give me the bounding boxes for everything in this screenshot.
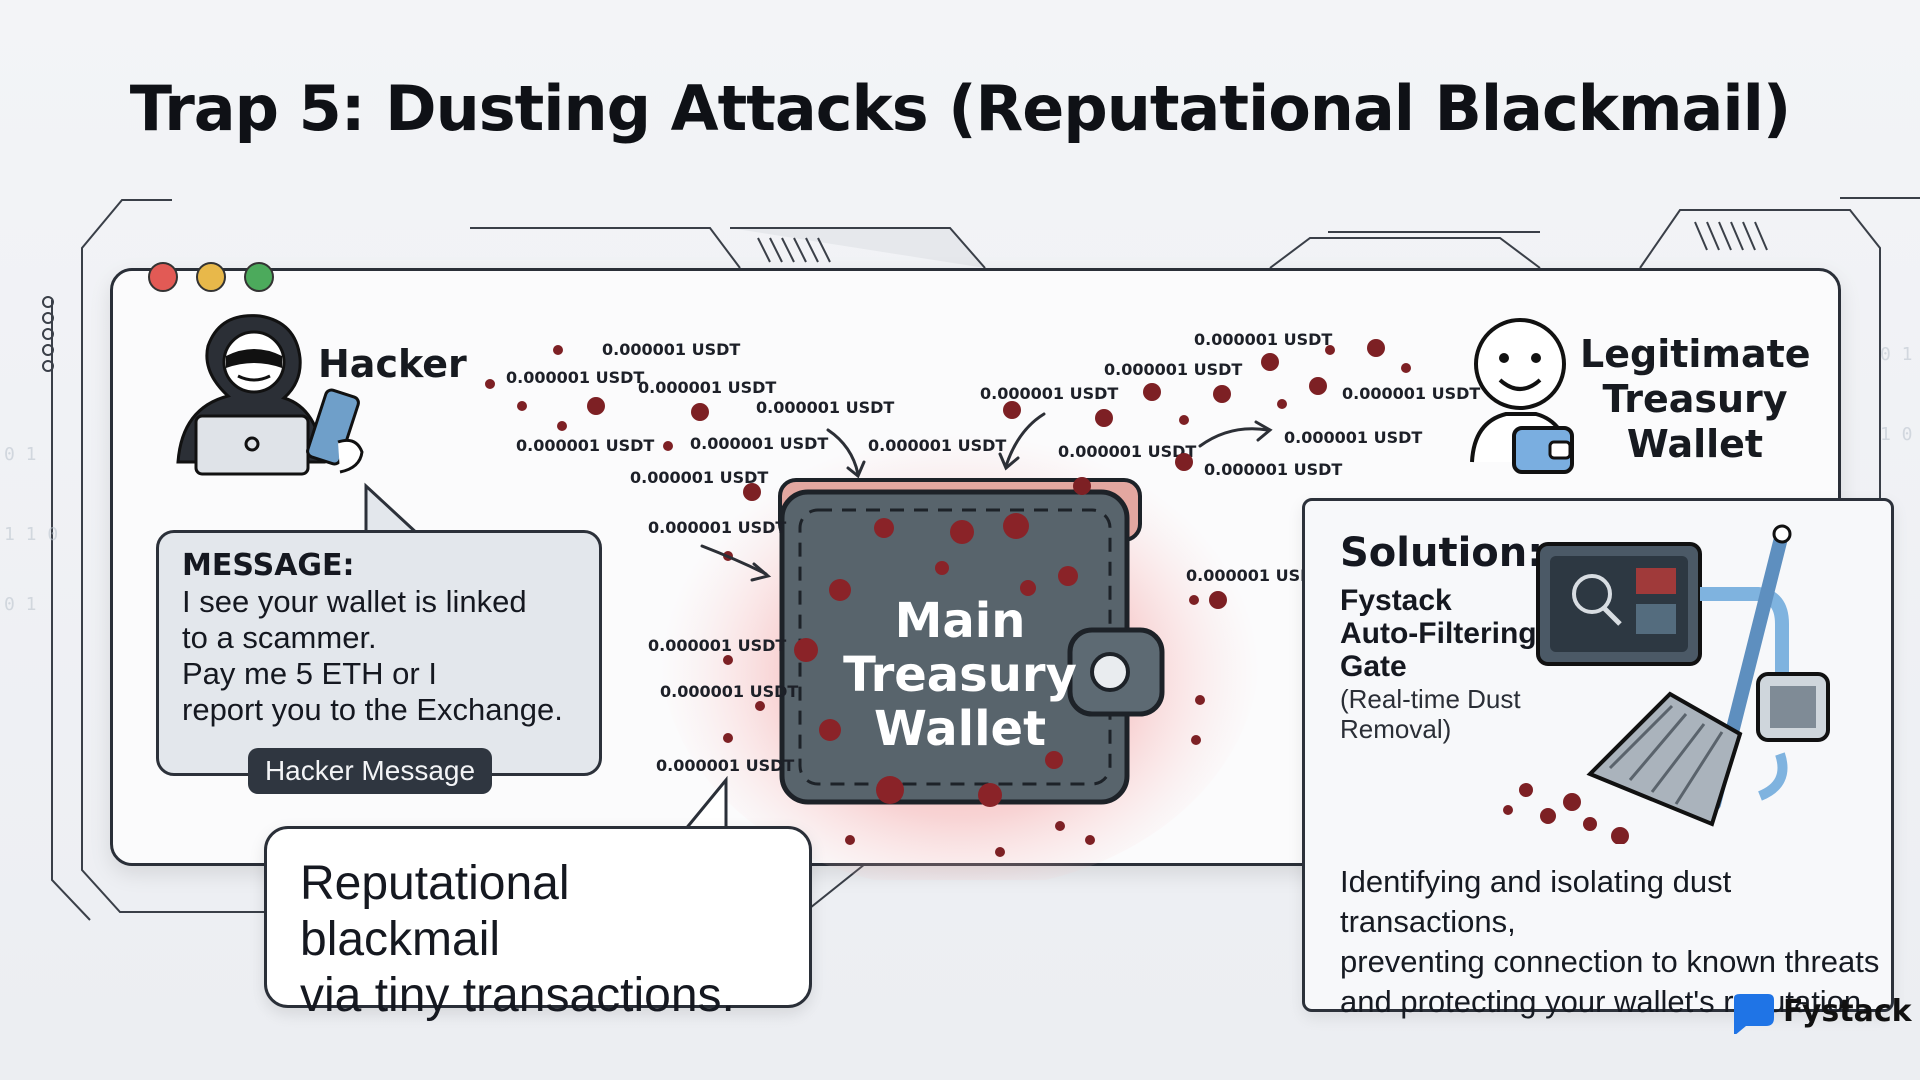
dust-label: 0.000001 USDT xyxy=(602,340,741,359)
window-close-dot xyxy=(148,262,178,292)
main-treasury-wallet-label: Main Treasury Wallet xyxy=(843,593,1077,757)
brand-name: Fystack xyxy=(1783,994,1912,1029)
solution-title: Solution: xyxy=(1340,530,1544,576)
solution-description: Identifying and isolating dust transacti… xyxy=(1340,864,1880,1019)
dust-label: 0.000001 USDT xyxy=(690,434,829,453)
dust-label: 0.000001 USDT xyxy=(638,378,777,397)
dust-label: 0.000001 USDT xyxy=(506,368,645,387)
dust-label: 0.000001 USDT xyxy=(756,398,895,417)
dust-label: 0.000001 USDT xyxy=(1284,428,1423,447)
solution-panel xyxy=(1302,498,1894,1012)
dust-label: 0.000001 USDT xyxy=(656,756,795,775)
dust-label: 0.000001 USDT xyxy=(1204,460,1343,479)
dust-label: 0.000001 USDT xyxy=(980,384,1119,403)
dust-label: 0.000001 USDT xyxy=(648,518,787,537)
dust-label: 0.000001 USDT xyxy=(1104,360,1243,379)
hacker-label: Hacker xyxy=(318,342,467,386)
message-title: MESSAGE: xyxy=(182,548,355,583)
dust-label: 0.000001 USDT xyxy=(1058,442,1197,461)
svg-text:0 1: 0 1 xyxy=(4,444,37,465)
page-title: Trap 5: Dusting Attacks (Reputational Bl… xyxy=(129,72,1791,145)
dust-label: 0.000001 USDT xyxy=(648,636,787,655)
dust-label: 0.000001 USDT xyxy=(868,436,1007,455)
hacker-message-box xyxy=(156,530,602,776)
solution-note: (Real-time Dust Removal) xyxy=(1340,684,1521,744)
dust-label: 0.000001 USDT xyxy=(630,468,769,487)
callout-text: Reputational blackmail via tiny transact… xyxy=(300,857,735,1022)
dust-label: 0.000001 USDT xyxy=(1194,330,1333,349)
callout-tail xyxy=(678,776,728,837)
hacker-message-tag: Hacker Message xyxy=(248,748,492,794)
dust-label: 0.000001 USDT xyxy=(1186,566,1325,585)
window-minimize-dot xyxy=(196,262,226,292)
solution-subtitle: Fystack Auto-Filtering Gate xyxy=(1340,584,1537,683)
hacker-icon xyxy=(176,314,364,476)
window-maximize-dot xyxy=(244,262,274,292)
fystack-logo-icon xyxy=(1734,994,1774,1034)
dust-label: 0.000001 USDT xyxy=(516,436,655,455)
svg-text:1 1 0: 1 1 0 xyxy=(4,524,58,545)
svg-text:1 0: 1 0 xyxy=(1880,424,1913,445)
filtering-gate-broom-icon xyxy=(1503,524,1830,844)
legitimate-wallet-label: Legitimate Treasury Wallet xyxy=(1580,332,1811,466)
svg-text:0 1: 0 1 xyxy=(4,594,37,615)
dust-label: 0.000001 USDT xyxy=(660,682,799,701)
main-treasury-wallet-icon xyxy=(660,410,1260,880)
legitimate-user-icon xyxy=(1470,318,1574,474)
dust-label: 0.000001 USDT xyxy=(1342,384,1481,403)
message-bubble-tail xyxy=(364,482,422,538)
message-body: I see your wallet is linked to a scammer… xyxy=(182,584,563,727)
svg-text:0 1: 0 1 xyxy=(1880,344,1913,365)
reputational-blackmail-callout xyxy=(264,826,812,1008)
